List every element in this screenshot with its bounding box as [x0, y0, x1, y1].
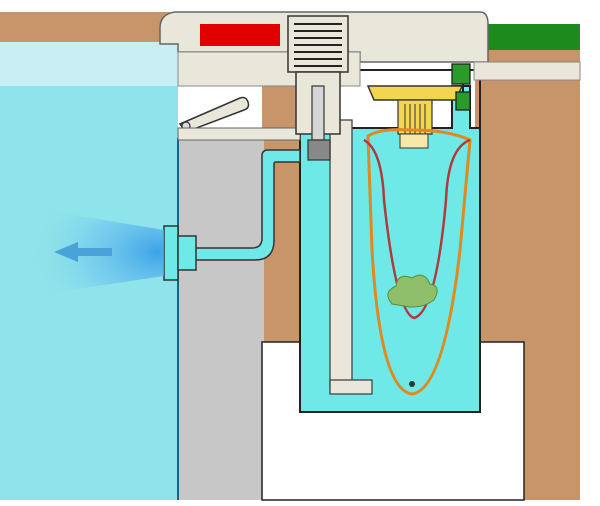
pool-water: [0, 86, 178, 500]
red-lid-marker: [200, 24, 280, 46]
skimmer-mouth-bracket: [177, 127, 301, 141]
float-stem: [399, 133, 429, 149]
ground-left-top: [0, 12, 170, 42]
leaf-debris: [387, 274, 438, 308]
valve-body: [451, 63, 471, 85]
housing-right-band: [473, 61, 581, 81]
pump-impeller: [307, 139, 331, 161]
inner-tube-bottom: [329, 379, 373, 395]
float-cap: [366, 85, 464, 101]
return-fitting-flange: [163, 225, 179, 281]
skimmer-flap: [178, 96, 250, 133]
return-fitting-nozzle: [177, 235, 197, 271]
debris-particle: [409, 381, 415, 387]
pool-wall: [178, 138, 264, 500]
inner-tube: [329, 119, 353, 391]
skimmer-housing-shell: [299, 69, 481, 413]
pump-shaft: [311, 85, 325, 141]
basket-inner: [363, 138, 471, 320]
basket-outer: [366, 128, 472, 396]
jet-direction-arrow: [54, 242, 112, 262]
valve-lower: [455, 91, 471, 111]
pool-water-surface-band: [0, 42, 178, 86]
pump-motor-fins: [294, 23, 342, 67]
grass-patch: [486, 24, 580, 50]
